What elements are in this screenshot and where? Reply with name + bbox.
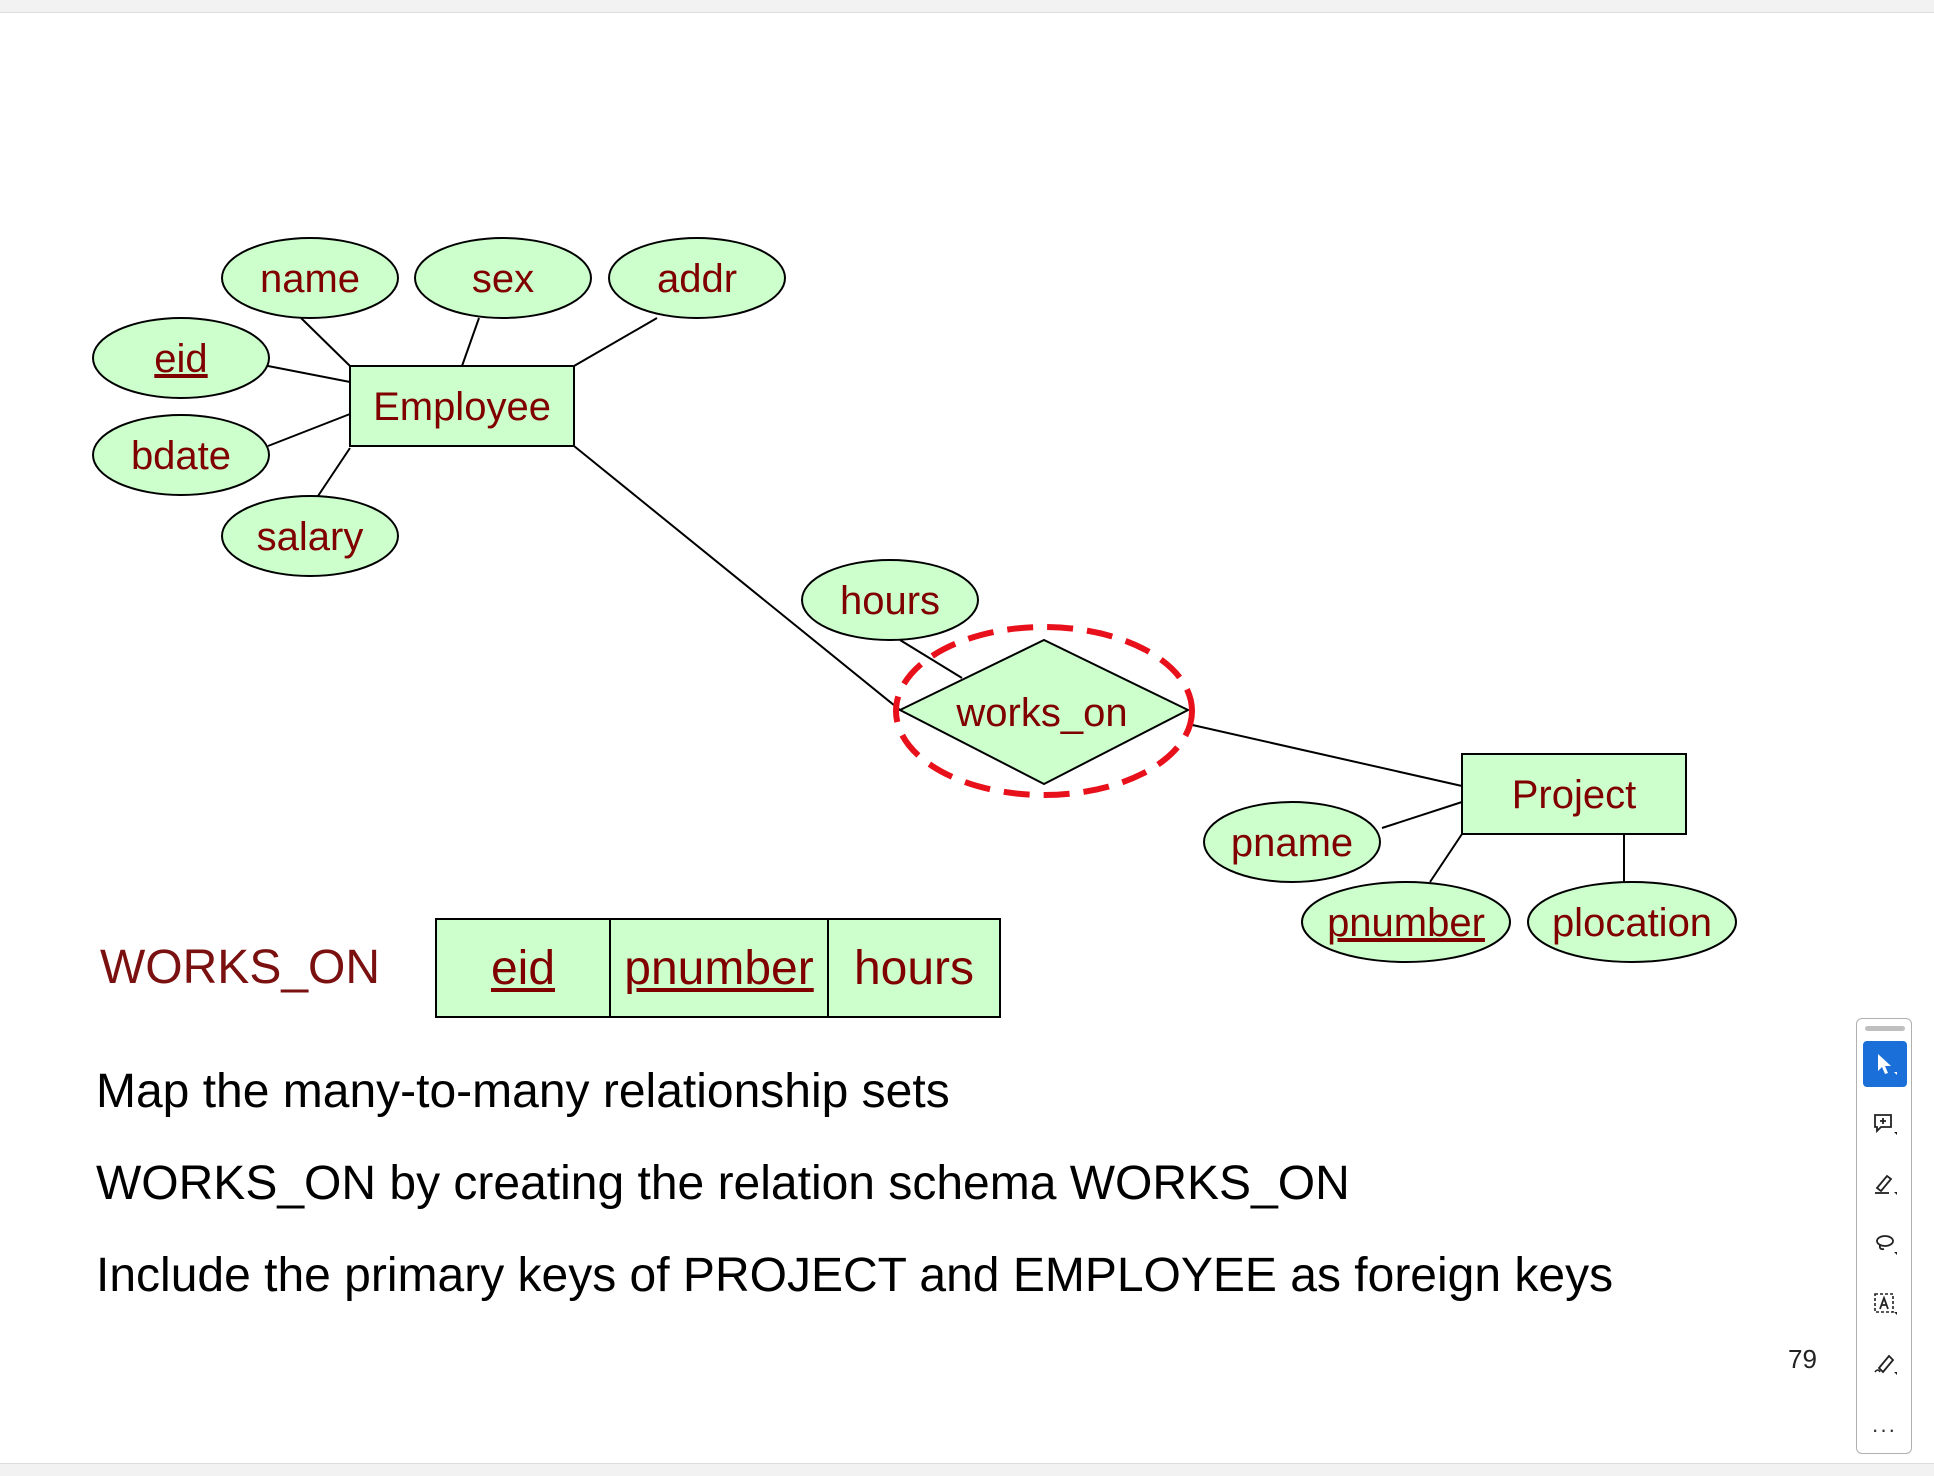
highlight-icon: [1875, 1174, 1897, 1195]
attribute-pname: pname: [1203, 801, 1381, 883]
schema-column-pnumber: pnumber: [609, 920, 827, 1016]
add-comment-icon: [1874, 1114, 1897, 1135]
svg-text:addr: addr: [657, 257, 737, 301]
attribute-plocation: plocation: [1527, 881, 1737, 963]
entity-employee: Employee: [349, 365, 575, 447]
schema-table: eid pnumber hours: [435, 918, 1001, 1018]
annotation-toolbar: ···: [1856, 1018, 1912, 1454]
edge-works_on-project: [1187, 723, 1463, 787]
attribute-salary: salary: [221, 495, 399, 577]
text-select-tool-button[interactable]: [1863, 1281, 1907, 1327]
toolbar-drag-handle[interactable]: [1865, 1026, 1905, 1031]
svg-text:name: name: [260, 257, 360, 301]
svg-text:bdate: bdate: [131, 434, 231, 478]
svg-text:plocation: plocation: [1552, 901, 1712, 945]
svg-text:Project: Project: [1512, 773, 1637, 817]
text-select-icon: [1874, 1293, 1897, 1315]
schema-column-eid: eid: [490, 941, 556, 995]
description-line-3: Include the primary keys of PROJECT and …: [96, 1249, 1614, 1302]
edge-employee-eid: [267, 365, 351, 383]
attribute-addr: addr: [608, 237, 786, 319]
select-icon: [1878, 1054, 1897, 1075]
svg-text:pname: pname: [1231, 821, 1353, 865]
sign-tool-button[interactable]: [1863, 1341, 1907, 1387]
attribute-eid-key: eid: [92, 317, 270, 399]
description-line-2: WORKS_ON by creating the relation schema…: [96, 1157, 1350, 1210]
edge-project-pname: [1381, 801, 1463, 829]
window-top-bar: [0, 0, 1934, 13]
description-line-1: Map the many-to-many relationship sets: [96, 1065, 950, 1118]
entity-project: Project: [1461, 753, 1687, 835]
attribute-name: name: [221, 237, 399, 319]
svg-text:hours: hours: [840, 579, 940, 623]
svg-text:Employee: Employee: [373, 385, 551, 429]
select-tool-button[interactable]: [1863, 1041, 1907, 1087]
highlight-tool-button[interactable]: [1863, 1161, 1907, 1207]
attribute-hours: hours: [801, 559, 979, 641]
edge-employee-name: [300, 317, 351, 367]
relationship-works_on: works_on: [897, 638, 1191, 786]
svg-text:eid: eid: [154, 337, 207, 381]
edge-employee-sex: [461, 317, 480, 367]
attribute-sex: sex: [414, 237, 592, 319]
edge-project-pnumber: [1429, 833, 1463, 883]
svg-text:salary: salary: [257, 515, 364, 559]
attribute-pnumber-key: pnumber: [1301, 881, 1511, 963]
lasso-icon: [1876, 1235, 1897, 1255]
lasso-tool-button[interactable]: [1863, 1221, 1907, 1267]
sign-icon: [1874, 1354, 1897, 1375]
edge-employee-bdate: [267, 413, 351, 447]
schema-name: WORKS_ON: [100, 941, 381, 994]
more-tools-button[interactable]: ···: [1871, 1417, 1897, 1442]
edge-employee-salary: [317, 447, 351, 497]
schema-column-hours: hours: [827, 920, 999, 1016]
edge-employee-works_on: [573, 445, 901, 711]
edge-employee-addr: [573, 317, 658, 367]
svg-text:works_on: works_on: [955, 691, 1127, 735]
svg-text:pnumber: pnumber: [1327, 901, 1485, 945]
highlight-circle: [893, 624, 1195, 798]
edge-hours-works_on: [899, 639, 963, 679]
attribute-bdate: bdate: [92, 414, 270, 496]
svg-text:sex: sex: [472, 257, 534, 301]
add-comment-tool-button[interactable]: [1863, 1101, 1907, 1147]
window-bottom-bar: [0, 1463, 1934, 1476]
page-number: 79: [1788, 1344, 1817, 1374]
